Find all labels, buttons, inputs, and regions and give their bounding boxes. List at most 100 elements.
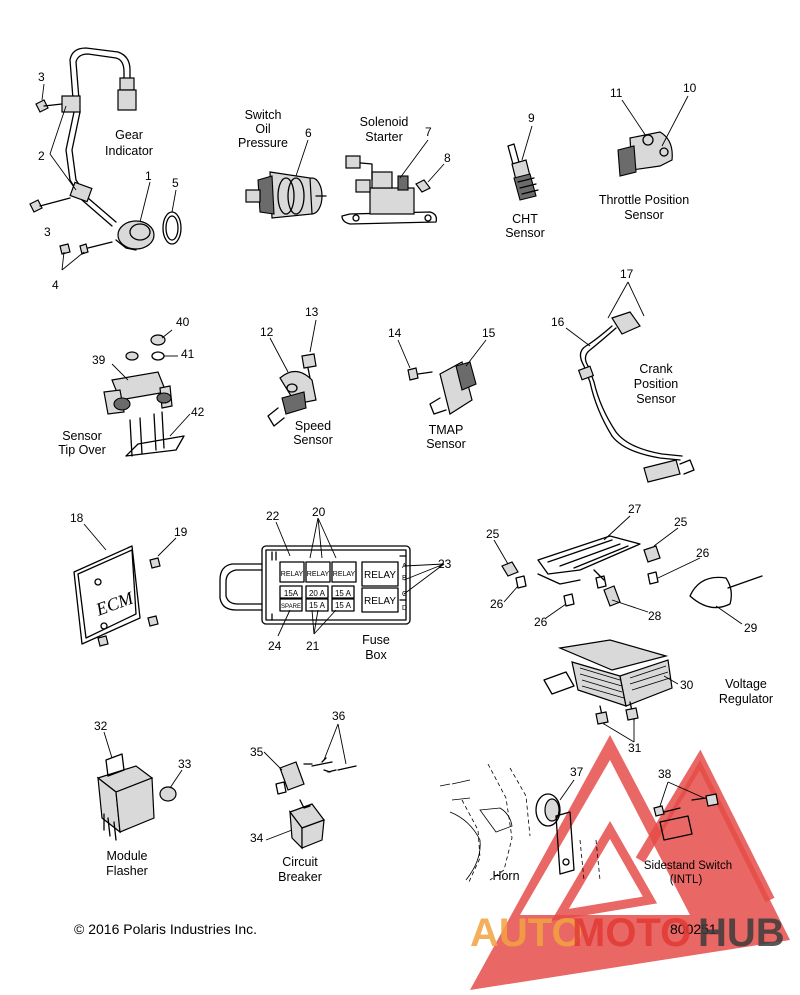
sidestand-label-2: (INTL) [670,874,703,886]
flasher-label-1: Module [107,849,148,863]
fuse-relay-1: RELAY [281,571,304,578]
callout-20: 20 [312,505,326,519]
callout-15: 15 [482,326,496,340]
fuse-row-b: B [402,575,407,582]
callout-25a: 25 [486,527,500,541]
watermark-hub: HUB [698,911,785,955]
fuse-relay-4: RELAY [364,570,396,581]
callout-11: 11 [610,86,623,100]
oil-switch-label-1: Switch [245,108,282,122]
sidestand-label-1: Sidestand Switch [644,860,732,872]
fuse-spare: SPARE [281,604,301,610]
callout-10: 10 [683,81,697,95]
callout-5: 5 [172,176,179,190]
solenoid-label-2: Starter [365,130,403,144]
callout-26b: 26 [490,597,504,611]
fuse-box-label-1: Fuse [362,633,390,647]
breaker-label-2: Breaker [278,870,322,884]
callout-21: 21 [306,639,320,653]
throttle-position-sensor [617,95,689,177]
gear-indicator-group [29,47,182,271]
callout-25b: 25 [674,515,688,529]
speed-label-2: Sensor [293,433,333,447]
watermark-auto: AUTO [470,911,583,955]
callout-34: 34 [250,831,264,845]
tipover-label-2: Tip Over [58,443,105,457]
ecm-text: ECM [92,587,136,619]
throttle-label-1: Throttle Position [599,193,689,207]
oil-pressure-switch [245,139,327,219]
callout-35: 35 [250,745,264,759]
callout-6: 6 [305,126,312,140]
cht-label-2: Sensor [505,226,545,240]
cht-label-1: CHT [512,212,538,226]
callout-39: 39 [92,353,106,367]
callout-8: 8 [444,151,451,165]
tipover-label-1: Sensor [62,429,102,443]
callout-28: 28 [648,609,662,623]
fuse-15a: 15A [284,589,299,598]
callout-13: 13 [305,305,319,319]
callout-18: 18 [70,511,84,525]
crank-position-sensor [565,281,695,483]
callout-32: 32 [94,719,108,733]
fuse-relay-5: RELAY [364,596,396,607]
callout-24: 24 [268,639,282,653]
callout-16: 16 [551,315,565,329]
callout-19: 19 [174,525,188,539]
voltage-regulator [543,639,679,743]
callout-36: 36 [332,709,346,723]
oil-switch-label-2: Oil [255,122,270,136]
tmap-sensor [397,339,487,415]
fuse-row-c: C [402,591,407,598]
callout-30: 30 [680,678,694,692]
gear-indicator-label-1: Gear [115,128,143,142]
callout-40: 40 [176,315,190,329]
throttle-label-2: Sensor [624,208,664,222]
callout-22: 22 [266,509,280,523]
callout-14: 14 [388,326,402,340]
crank-label-2: Position [634,377,679,391]
tmap-label-1: TMAP [429,423,464,437]
callout-26c: 26 [534,615,548,629]
voltage-label-2: Regulator [719,692,773,706]
crank-label-1: Crank [639,362,673,376]
callout-12: 12 [260,325,274,339]
callout-17: 17 [620,267,634,281]
callout-2: 2 [38,149,45,163]
callout-29: 29 [744,621,758,635]
fuse-row-a: A [402,563,407,570]
fuse-relay-2: RELAY [307,571,330,578]
tmap-label-2: Sensor [426,437,466,451]
breaker-label-1: Circuit [282,855,318,869]
callout-33: 33 [178,757,192,771]
crank-label-3: Sensor [636,392,676,406]
callout-38: 38 [658,767,672,781]
watermark-moto: MOTO [572,911,691,955]
callout-4: 4 [52,278,59,292]
watermark-text: AUTO MOTO HUB [470,911,785,955]
voltage-label-1: Voltage [725,677,767,691]
callout-7: 7 [425,125,432,139]
circuit-breaker [263,723,357,850]
callout-1: 1 [145,169,152,183]
horn-label: Horn [492,869,519,883]
callout-9: 9 [528,111,535,125]
callout-31: 31 [628,741,642,755]
oil-switch-label-3: Pressure [238,136,288,150]
cht-sensor [507,125,539,201]
callout-41: 41 [181,347,195,361]
speed-label-1: Speed [295,419,331,433]
callout-27: 27 [628,502,642,516]
flasher-label-2: Flasher [106,864,148,878]
callout-37: 37 [570,765,584,779]
starter-solenoid [341,139,445,225]
fuse-row-d: D [402,605,407,612]
callout-26a: 26 [696,546,710,560]
horn-sidestand-group [439,763,719,885]
callout-3b: 3 [44,225,51,239]
solenoid-label-1: Solenoid [360,115,409,129]
gear-indicator-label-2: Indicator [105,144,153,158]
callout-23: 23 [438,557,452,571]
